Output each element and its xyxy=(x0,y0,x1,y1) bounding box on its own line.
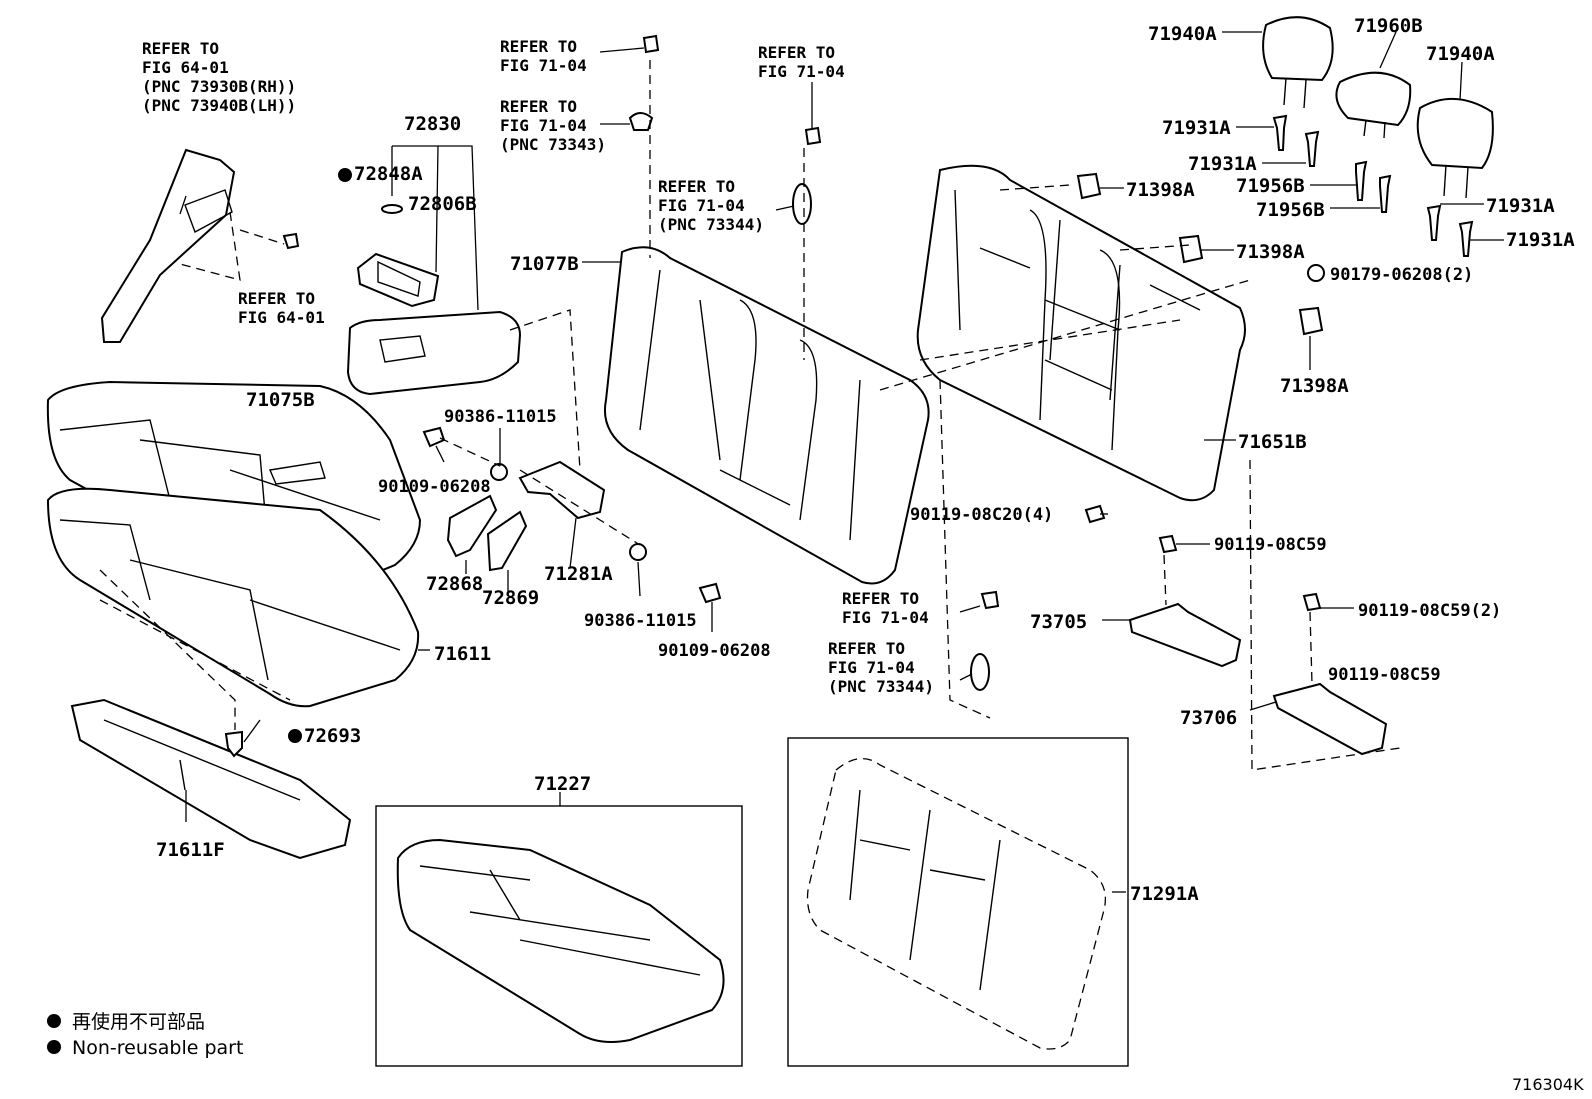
refer-71-b-3: (PNC 73343) xyxy=(500,135,606,154)
refer-71-f-2: FIG 71-04 xyxy=(828,658,915,677)
label-71940A-right: 71940A xyxy=(1426,43,1495,65)
label-71931A-4: 71931A xyxy=(1506,229,1575,251)
headrest-guides xyxy=(1272,114,1474,257)
label-71227: 71227 xyxy=(534,773,591,795)
leader-lines xyxy=(179,31,1504,893)
washer-72848A xyxy=(381,204,403,214)
legend-english: Non-reusable part xyxy=(72,1037,243,1059)
box-71227 xyxy=(375,805,743,1067)
legend-japanese: 再使用不可部品 xyxy=(72,1011,205,1033)
label-71398A-1: 71398A xyxy=(1126,179,1195,201)
label-71075B: 71075B xyxy=(246,389,315,411)
legend-dot-2 xyxy=(47,1040,61,1054)
pad-71227 xyxy=(396,838,725,1043)
armrest-72830 xyxy=(346,310,522,396)
label-71931A-1: 71931A xyxy=(1162,117,1231,139)
refer-64-bot-2: FIG 64-01 xyxy=(238,308,325,327)
label-72848A: 72848A xyxy=(354,163,423,185)
nut-90179-06208 xyxy=(1307,264,1325,282)
refer-64-bot-1: REFER TO xyxy=(238,289,315,308)
label-73706: 73706 xyxy=(1180,707,1237,729)
label-71398A-3: 71398A xyxy=(1280,375,1349,397)
guide-lines xyxy=(99,60,1401,771)
refer-71-d-1: REFER TO xyxy=(658,177,735,196)
refer-71-d-2: FIG 71-04 xyxy=(658,196,745,215)
label-90109-06208-a: 90109-06208 xyxy=(378,477,491,497)
label-71611F: 71611F xyxy=(156,839,225,861)
nonreusable-dot-72693 xyxy=(288,729,302,743)
clip-72693 xyxy=(224,730,243,758)
cupholder-72806B xyxy=(356,252,440,308)
label-71611: 71611 xyxy=(434,643,491,665)
label-90119-08C20: 90119-08C20(4) xyxy=(910,505,1053,525)
fasteners-center xyxy=(282,34,1322,691)
label-71651B: 71651B xyxy=(1238,431,1307,453)
refer-64-top-4: (PNC 73940B(LH)) xyxy=(142,96,296,115)
refer-71-b-2: FIG 71-04 xyxy=(500,116,587,135)
refer-64-top-2: FIG 64-01 xyxy=(142,58,229,77)
brackets xyxy=(446,460,606,572)
refer-71-a-1: REFER TO xyxy=(500,37,577,56)
label-72869: 72869 xyxy=(482,587,539,609)
label-71940A-left: 71940A xyxy=(1148,23,1217,45)
label-90386-11015-b: 90386-11015 xyxy=(584,611,697,631)
refer-71-b-1: REFER TO xyxy=(500,97,577,116)
diagram-id: 716304K xyxy=(1512,1075,1584,1094)
refer-64-top-3: (PNC 73930B(RH)) xyxy=(142,77,296,96)
legend-dot-1 xyxy=(47,1014,61,1028)
headrest-71940A-left xyxy=(1262,16,1334,109)
label-71931A-2: 71931A xyxy=(1188,153,1257,175)
hinges xyxy=(1128,602,1388,756)
headrest-71960B xyxy=(1335,71,1412,139)
legend: 再使用不可部品 Non-reusable part xyxy=(47,1011,243,1059)
refer-71-e-2: FIG 71-04 xyxy=(842,608,929,627)
pad-71611F xyxy=(70,698,352,860)
label-72806B: 72806B xyxy=(408,193,477,215)
label-72830: 72830 xyxy=(404,113,461,135)
refer-71-a-2: FIG 71-04 xyxy=(500,56,587,75)
label-73705: 73705 xyxy=(1030,611,1087,633)
label-71956B-2: 71956B xyxy=(1256,199,1325,221)
pillar-trim xyxy=(100,148,236,343)
label-71398A-2: 71398A xyxy=(1236,241,1305,263)
refer-71-c-1: REFER TO xyxy=(758,43,835,62)
label-71960B: 71960B xyxy=(1354,15,1423,37)
cushion-71611 xyxy=(46,487,420,708)
refer-71-e-1: REFER TO xyxy=(842,589,919,608)
clips-71398A xyxy=(1076,172,1324,336)
refer-71-f-1: REFER TO xyxy=(828,639,905,658)
headrest-71940A-right xyxy=(1416,97,1494,199)
nonreusable-dot-72848A xyxy=(338,168,352,182)
label-90119-08C59-a: 90119-08C59 xyxy=(1214,535,1327,555)
label-71956B-1: 71956B xyxy=(1236,175,1305,197)
label-90119-08C59-2: 90119-08C59(2) xyxy=(1358,601,1501,621)
label-90109-06208-b: 90109-06208 xyxy=(658,641,771,661)
refer-71-d-3: (PNC 73344) xyxy=(658,215,764,234)
refer-71-c-2: FIG 71-04 xyxy=(758,62,845,81)
label-71291A: 71291A xyxy=(1130,883,1199,905)
label-71931A-3: 71931A xyxy=(1486,195,1555,217)
label-71281A: 71281A xyxy=(544,563,613,585)
seatback-71651B xyxy=(916,164,1246,502)
refer-labels: REFER TO FIG 64-01 (PNC 73930B(RH)) (PNC… xyxy=(142,37,934,696)
part-labels: 71940A 71960B 71940A 71931A 71931A 71956… xyxy=(156,15,1575,905)
pad-71291A xyxy=(806,758,1107,1050)
label-90179-06208: 90179-06208(2) xyxy=(1330,265,1473,285)
seatback-71077B xyxy=(604,246,930,585)
label-72868: 72868 xyxy=(426,573,483,595)
refer-64-top-1: REFER TO xyxy=(142,39,219,58)
label-71077B: 71077B xyxy=(510,253,579,275)
box-71291A xyxy=(787,737,1129,1067)
label-90386-11015-a: 90386-11015 xyxy=(444,407,557,427)
label-90119-08C59-b: 90119-08C59 xyxy=(1328,665,1441,685)
refer-71-f-3: (PNC 73344) xyxy=(828,677,934,696)
label-72693: 72693 xyxy=(304,725,361,747)
